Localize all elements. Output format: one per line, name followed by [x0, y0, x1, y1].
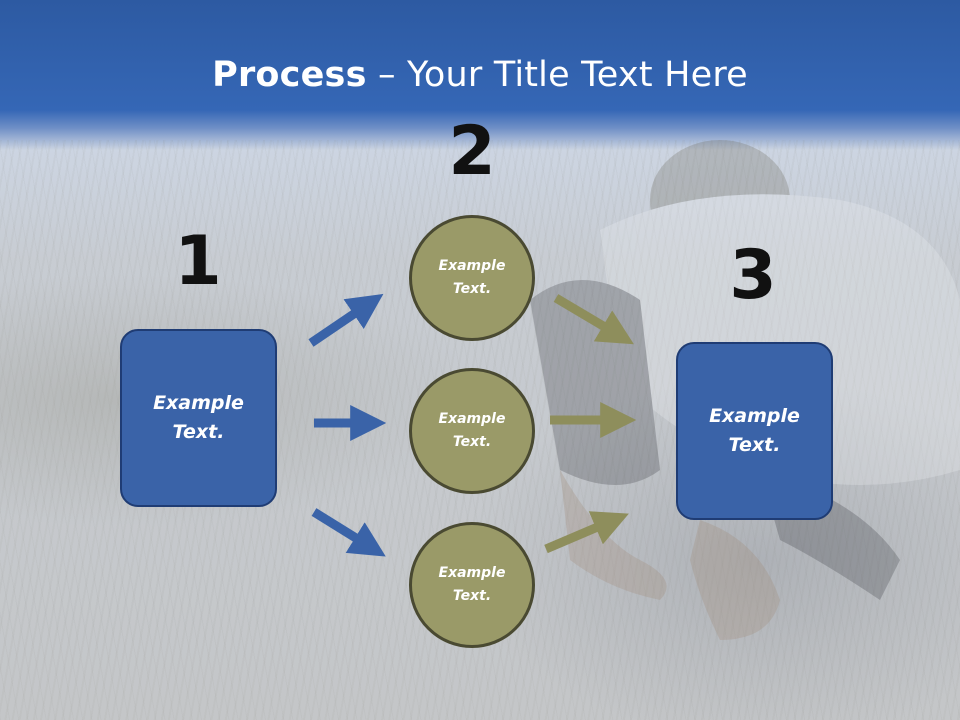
arrow-from-circle-bottom: [544, 511, 629, 554]
circle-middle: Example Text.: [409, 368, 535, 494]
title-bold: Process: [212, 55, 367, 95]
step-number-3: 3: [729, 236, 777, 315]
slide-title: Process – Your Title Text Here: [0, 52, 960, 98]
right-box: Example Text.: [676, 342, 833, 520]
step-number-2: 2: [448, 112, 496, 191]
left-box: Example Text.: [120, 329, 277, 507]
circle-bottom: Example Text.: [409, 522, 535, 648]
title-rest: – Your Title Text Here: [366, 55, 748, 95]
arrow-to-circle-top: [308, 293, 384, 347]
step-number-1: 1: [174, 222, 222, 301]
circle-top: Example Text.: [409, 215, 535, 341]
arrow-from-circle-top: [553, 294, 634, 345]
arrow-to-circle-bottom: [311, 508, 386, 557]
